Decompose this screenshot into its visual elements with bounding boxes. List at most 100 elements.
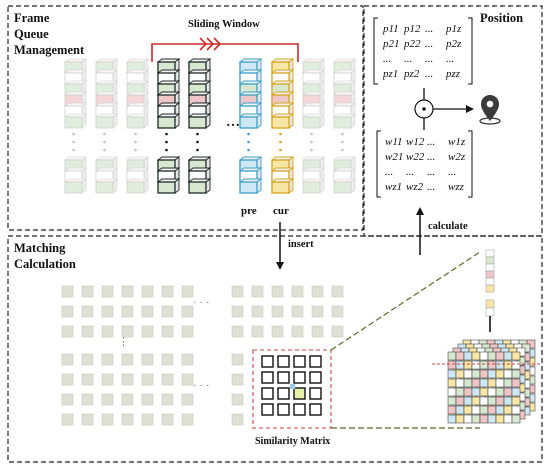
column-dot [196, 132, 199, 136]
cube-cell [487, 405, 497, 415]
cube-cell [455, 405, 465, 415]
grid-cell [101, 393, 114, 406]
cube-cell [495, 360, 505, 370]
cube-cell [463, 387, 473, 397]
grid-cell [181, 393, 194, 406]
grid-cell [61, 285, 74, 298]
grid-cell [231, 353, 244, 366]
grid-cell [311, 285, 324, 298]
matrix-entry: ... [446, 53, 454, 65]
grid-cell [251, 285, 264, 298]
cube-cell [447, 360, 457, 370]
similarity-matrix-label: Similarity Matrix [255, 436, 330, 447]
similarity-cell [309, 403, 322, 416]
cube-cell [511, 360, 521, 370]
matrix-w-bracket-right [468, 130, 473, 198]
cube-cell [447, 369, 457, 379]
matrix-entry: ... [406, 166, 414, 178]
grid-ellipsis-mid: ⋮ [118, 336, 129, 348]
matrix-entry: p22 [403, 38, 421, 50]
column-dot [72, 148, 75, 152]
grid-cell [141, 353, 154, 366]
grid-cell [331, 325, 344, 338]
grid-cell [161, 305, 174, 318]
column-dot [72, 140, 75, 144]
frame-cell [302, 116, 321, 129]
similarity-cell [309, 371, 322, 384]
cube-cell [471, 369, 481, 379]
cube-cell [479, 396, 489, 406]
cube-cell [511, 369, 521, 379]
column-dot [247, 148, 250, 152]
grid-cell [181, 413, 194, 426]
cube-cell [463, 351, 473, 361]
column-dot [196, 148, 199, 152]
matrix-entry: ... [427, 181, 435, 193]
similarity-cell [261, 403, 274, 416]
insert-label: insert [288, 239, 314, 250]
frame-cell [239, 181, 258, 194]
matrix-entry: ... [383, 53, 391, 65]
column-dot [341, 132, 344, 136]
grid-cell [181, 305, 194, 318]
frame-cell [302, 181, 321, 194]
cube-cell [503, 360, 513, 370]
grid-cell [291, 285, 304, 298]
grid-cell [141, 373, 154, 386]
matrix-p-bracket-left [373, 17, 378, 85]
cube-cell [511, 396, 521, 406]
cube-cell [479, 387, 489, 397]
grid-cell [251, 325, 264, 338]
column-dot [310, 148, 313, 152]
matrix-entry: p11 [382, 23, 399, 35]
similarity-marker [290, 384, 295, 389]
frame-column [95, 58, 118, 194]
similarity-grid [61, 285, 344, 426]
cube-cell [455, 378, 465, 388]
column-dot [134, 148, 137, 152]
grid-cell [81, 285, 94, 298]
column-dot [103, 132, 106, 136]
queue-ellipsis: … [226, 115, 240, 130]
similarity-cell [277, 387, 290, 400]
cube-cell [455, 360, 465, 370]
grid-cell [161, 393, 174, 406]
cube-cell [455, 351, 465, 361]
column-dot [247, 132, 250, 136]
cube-cell [471, 414, 481, 424]
cube-cell [479, 405, 489, 415]
grid-cell [161, 353, 174, 366]
grid-cell [161, 325, 174, 338]
cube-cell [503, 369, 513, 379]
frame-cell [95, 181, 114, 194]
similarity-cell [293, 387, 306, 400]
cube-cell [495, 396, 505, 406]
matrix-entry: pz2 [403, 68, 420, 80]
cube-cell [503, 405, 513, 415]
grid-cell [231, 325, 244, 338]
cube-cell [487, 369, 497, 379]
grid-cell [101, 413, 114, 426]
cube-cell [503, 351, 513, 361]
frame-cell [333, 116, 352, 129]
similarity-cell [293, 403, 306, 416]
column-dot [247, 140, 250, 144]
cube-cell [479, 378, 489, 388]
grid-cell [141, 325, 154, 338]
stack-cell [485, 270, 495, 279]
cube-cell [463, 414, 473, 424]
grid-cell [121, 325, 134, 338]
grid-cell [231, 373, 244, 386]
frame-cell [239, 116, 258, 129]
grid-cell [141, 285, 154, 298]
frame-cell [126, 181, 145, 194]
matrix-entry: pzz [445, 68, 461, 80]
grid-cell [61, 353, 74, 366]
dot-operator-center [422, 107, 426, 111]
similarity-cell [277, 403, 290, 416]
cube-cell [511, 351, 521, 361]
matching-title-2: Calculation [14, 257, 76, 271]
cube-cell [503, 414, 513, 424]
